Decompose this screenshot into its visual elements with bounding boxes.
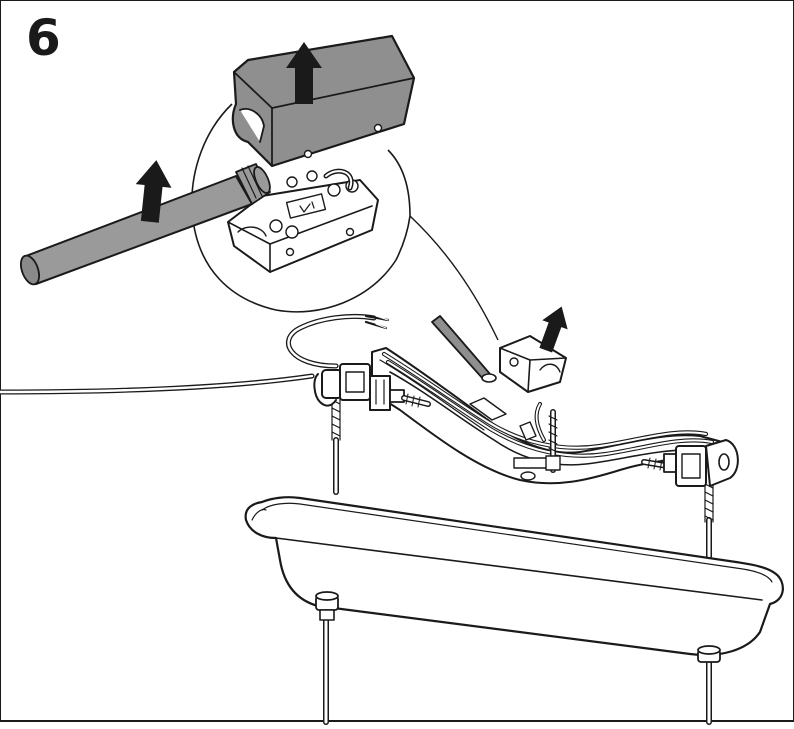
step-number: 6 — [26, 9, 61, 67]
inset-cord-grip — [19, 34, 416, 286]
internal-wires — [381, 351, 715, 458]
suspension-rod-left-upper — [331, 395, 341, 495]
wire-loop — [286, 313, 390, 369]
right-cord-grip — [641, 439, 739, 487]
center-threaded-rod — [519, 402, 561, 473]
detail-callout — [191, 103, 499, 341]
terminal-block — [227, 168, 379, 273]
rod-cap-right — [697, 645, 721, 663]
lamp-assembly — [0, 313, 784, 725]
rod-cap-left — [315, 591, 339, 621]
left-cord-grip — [313, 363, 431, 411]
suspension-rod-right-upper — [704, 479, 714, 563]
removed-clip-small — [499, 335, 567, 393]
inset-cable — [19, 163, 271, 286]
inset-screws — [286, 170, 318, 188]
cord-grip-cover — [231, 34, 416, 168]
removed-pin — [431, 315, 497, 383]
power-cable — [0, 373, 315, 395]
lamp-shade — [244, 496, 784, 657]
